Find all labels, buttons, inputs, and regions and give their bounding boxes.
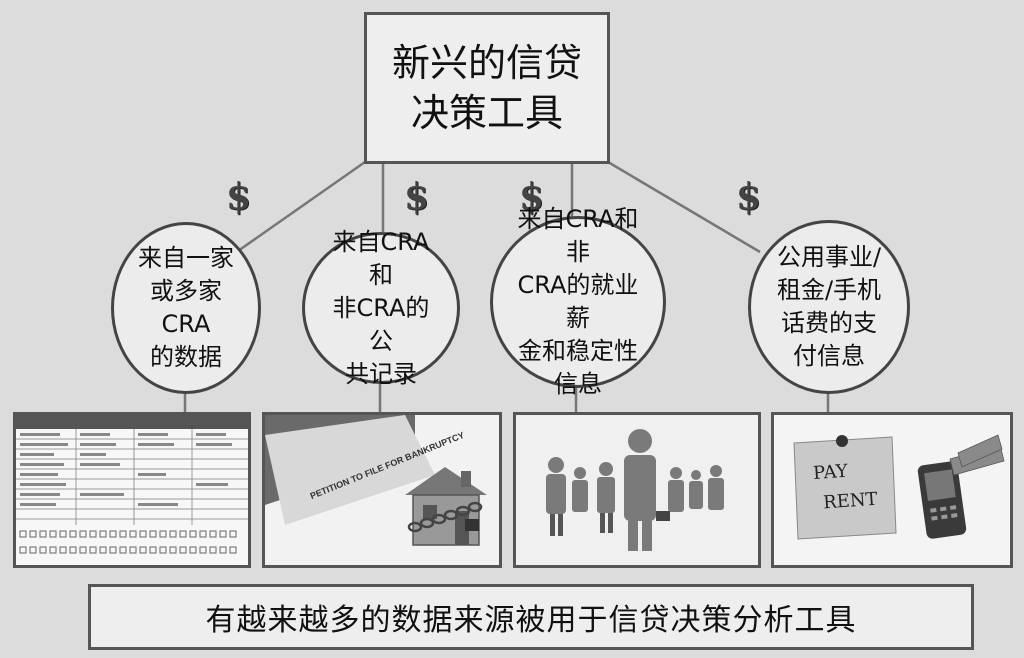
dollar-icon: $ xyxy=(404,176,430,218)
chain-icon xyxy=(407,501,483,533)
node-employment-info: 来自CRA和非 CRA的就业薪 金和稳定性 信息 xyxy=(490,205,666,398)
connector-line xyxy=(607,160,761,254)
dollar-icon: $ xyxy=(736,176,762,218)
padlock-icon xyxy=(465,519,479,531)
node-public-records: 来自CRA和 非CRA的公 共记录 xyxy=(302,228,460,388)
cash-icon xyxy=(949,434,1005,476)
pay-rent-image: PAY RENT xyxy=(771,412,1013,568)
mobile-phone-icon xyxy=(917,461,967,539)
business-people-image xyxy=(513,412,761,568)
footer-caption: 有越来越多的数据来源被用于信贷决策分析工具 xyxy=(88,584,974,650)
node-cra-data: 来自一家 或多家CRA 的数据 xyxy=(111,222,261,394)
bankruptcy-image: PETITION TO FILE FOR BANKRUPTCY xyxy=(262,412,502,568)
credit-report-image xyxy=(13,412,251,568)
document-illustration xyxy=(16,415,248,565)
pay-rent-illustration: PAY RENT xyxy=(774,415,1010,565)
dollar-icon: $ xyxy=(226,176,252,218)
people-illustration xyxy=(516,415,758,565)
connector-line xyxy=(227,160,366,260)
bankruptcy-illustration: PETITION TO FILE FOR BANKRUPTCY xyxy=(265,415,499,565)
dollar-icon: $ xyxy=(519,176,545,218)
node-payment-info: 公用事业/ 租金/手机 话费的支 付信息 xyxy=(748,220,910,394)
title-box: 新兴的信贷 决策工具 xyxy=(364,12,610,164)
pushpin-icon xyxy=(836,435,848,447)
pay-rent-note: PAY RENT xyxy=(812,459,878,514)
